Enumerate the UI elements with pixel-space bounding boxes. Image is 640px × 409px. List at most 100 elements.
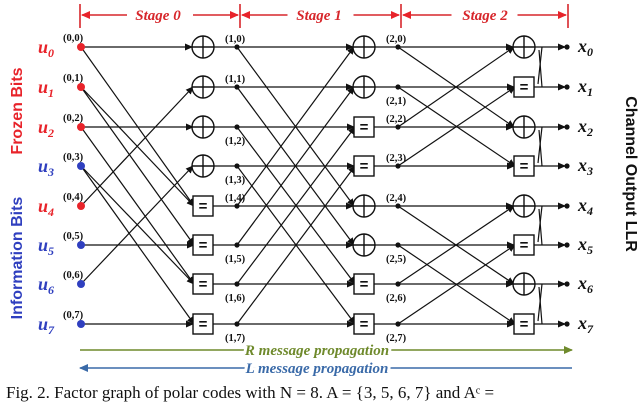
input-node-dot: [77, 320, 85, 328]
input-index-label: (0,7): [63, 310, 84, 321]
svg-text:=: =: [360, 276, 369, 293]
input-node-dot: [77, 123, 85, 131]
crossing-edge: [80, 86, 194, 207]
input-node-dot: [77, 202, 85, 210]
crossing-edge: [537, 205, 543, 243]
xor-node: [352, 75, 376, 99]
output-node-dot: [564, 44, 570, 50]
xor-node: [191, 154, 215, 178]
stage-index-label: (1,4): [225, 193, 246, 204]
junction-dot: [234, 44, 240, 50]
output-label-x3: x3: [577, 155, 593, 178]
equality-node: =: [513, 76, 535, 98]
channel-output-llr-label: Channel Output LLR: [622, 96, 639, 252]
stage-index-label: (1,3): [225, 175, 246, 186]
svg-text:=: =: [520, 237, 529, 254]
output-label-x7: x7: [577, 313, 594, 336]
output-label-x0: x0: [577, 36, 593, 59]
information-bits-label: Information Bits: [9, 197, 26, 320]
stage-index-label: (1,6): [225, 293, 246, 304]
equality-node: =: [353, 313, 375, 335]
output-label-x5: x5: [577, 234, 593, 257]
output-label-x4: x4: [577, 195, 593, 218]
equality-node: =: [513, 155, 535, 177]
crossing-edge: [80, 86, 195, 246]
xor-node: [512, 272, 536, 296]
crossing-edge: [80, 165, 194, 285]
stage-index-label: (1,5): [225, 254, 246, 265]
crossing-edge: [537, 283, 543, 322]
stage-index-label: (2,4): [386, 193, 407, 204]
stage-index-label: (1,0): [225, 34, 246, 45]
svg-text:=: =: [199, 276, 208, 293]
input-label-u4: u4: [38, 196, 54, 219]
output-node-dot: [564, 203, 570, 209]
crossing-edge: [80, 46, 195, 207]
crossing-edge: [80, 165, 195, 325]
stage-header: Stage 0 Stage 1 Stage 2: [79, 4, 569, 28]
output-node-dot: [564, 242, 570, 248]
crossing-edge: [537, 46, 543, 85]
input-index-label: (0,0): [63, 33, 84, 44]
svg-text:=: =: [520, 158, 529, 175]
input-label-u7: u7: [38, 314, 55, 337]
stage-index-label: (1,2): [225, 136, 246, 147]
input-index-label: (0,6): [63, 270, 84, 281]
junction-dot: [395, 163, 401, 169]
message-propagation: R message propagation L message propagat…: [79, 340, 573, 380]
input-node-dot: [77, 280, 85, 288]
junction-dot: [395, 203, 401, 209]
equality-node: =: [513, 234, 535, 256]
junction-dot: [234, 281, 240, 287]
input-node-dot: [77, 83, 85, 91]
crossing-edge: [538, 286, 543, 325]
junction-dot: [395, 44, 401, 50]
xor-node: [191, 35, 215, 59]
output-node-dot: [564, 321, 570, 327]
equality-node: =: [353, 155, 375, 177]
junction-dot: [395, 124, 401, 130]
equality-node: =: [192, 234, 214, 256]
output-node-dot: [564, 163, 570, 169]
svg-text:=: =: [199, 316, 208, 333]
output-node-dot: [564, 84, 570, 90]
graph-wires: [80, 43, 566, 328]
input-label-u5: u5: [38, 235, 54, 258]
crossing-edge: [397, 244, 516, 325]
junction-dot: [395, 242, 401, 248]
junction-dot: [395, 321, 401, 327]
output-label-x6: x6: [577, 273, 593, 296]
junction-dot: [395, 84, 401, 90]
input-node-dot: [77, 241, 85, 249]
l-message-label: L message propagation: [245, 361, 389, 377]
crossing-edge: [236, 165, 356, 325]
junction-dot: [234, 163, 240, 169]
stage-label-0: Stage 0: [135, 8, 181, 24]
stage-index-label: (2,2): [386, 114, 407, 125]
junction-dot: [234, 321, 240, 327]
svg-text:=: =: [199, 237, 208, 254]
output-node-dot: [564, 281, 570, 287]
xor-node: [512, 194, 536, 218]
svg-text:=: =: [360, 119, 369, 136]
frozen-bits-label: Frozen Bits: [9, 67, 26, 154]
stage-index-label: (2,1): [386, 96, 407, 107]
xor-node: [352, 233, 376, 257]
input-label-u2: u2: [38, 117, 54, 140]
graph-nodes: ============: [77, 35, 570, 335]
input-node-dot: [77, 162, 85, 170]
graph-labels: u0(0,0)u1(0,1)u2(0,2)u3(0,3)u4(0,4)u5(0,…: [38, 33, 594, 344]
stage-index-label: (2,3): [386, 153, 407, 164]
equality-node: =: [353, 273, 375, 295]
output-label-x1: x1: [577, 76, 593, 99]
stage-label-2: Stage 2: [462, 8, 508, 24]
xor-node: [352, 194, 376, 218]
equality-node: =: [353, 116, 375, 138]
junction-dot: [234, 124, 240, 130]
stage-index-label: (2,6): [386, 293, 407, 304]
junction-dot: [234, 242, 240, 248]
xor-node: [191, 75, 215, 99]
crossing-edge: [538, 49, 543, 88]
figure-caption: Fig. 2. Factor graph of polar codes with…: [6, 383, 495, 402]
